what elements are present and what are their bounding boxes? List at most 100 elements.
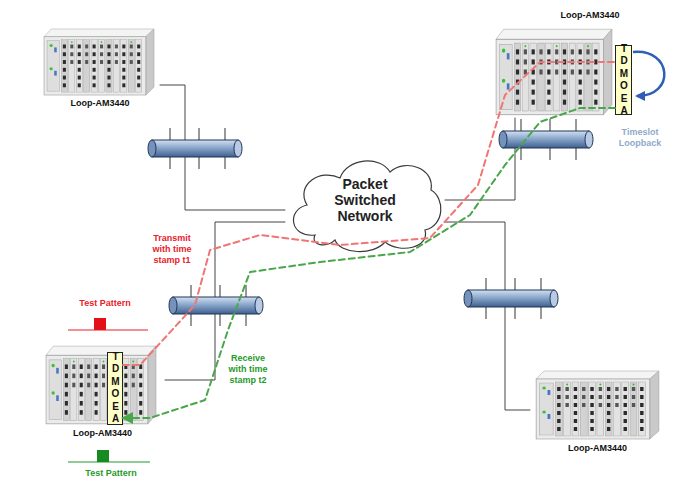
port	[93, 60, 96, 64]
port	[63, 76, 66, 80]
port	[87, 374, 90, 379]
slot-led	[633, 384, 635, 386]
port	[516, 59, 519, 64]
port	[87, 364, 90, 369]
port	[115, 45, 118, 49]
port	[78, 76, 81, 80]
hub-body	[468, 290, 554, 307]
port	[532, 80, 535, 85]
slot-led	[130, 41, 132, 43]
port	[102, 383, 105, 388]
test-path	[123, 108, 615, 418]
port	[574, 395, 577, 399]
port	[607, 419, 610, 423]
status-led	[502, 49, 505, 53]
port	[579, 90, 582, 95]
network-hub	[169, 285, 263, 326]
port	[137, 45, 140, 49]
port	[78, 83, 81, 87]
port	[122, 83, 125, 87]
device-illustration	[535, 370, 660, 440]
port	[107, 68, 110, 72]
port	[590, 387, 593, 391]
port	[640, 427, 643, 431]
port	[586, 49, 589, 54]
port	[579, 49, 582, 54]
port	[124, 410, 127, 415]
port	[137, 68, 140, 72]
port	[557, 395, 560, 399]
port	[615, 403, 618, 407]
port	[137, 83, 140, 87]
port	[640, 395, 643, 399]
tdmoe-card: TDMOEA	[615, 45, 632, 115]
slot-led	[524, 45, 526, 47]
port	[624, 419, 627, 423]
chassis-top	[496, 29, 612, 39]
port	[107, 60, 110, 64]
port	[87, 383, 90, 388]
port	[557, 387, 560, 391]
port	[594, 49, 597, 54]
port	[590, 403, 593, 407]
port	[78, 52, 81, 56]
port	[78, 45, 81, 49]
port	[632, 403, 635, 407]
port	[122, 60, 125, 64]
port	[65, 410, 68, 415]
port	[547, 49, 550, 54]
module-handle	[56, 395, 59, 401]
port	[607, 395, 610, 399]
card-slot	[585, 43, 591, 111]
port	[107, 83, 110, 87]
port	[590, 427, 593, 431]
port	[532, 59, 535, 64]
port	[95, 392, 98, 397]
card-slot	[580, 382, 587, 436]
slot-led	[556, 45, 558, 47]
port	[93, 76, 96, 80]
card-slot	[78, 359, 84, 421]
slot-led	[566, 384, 568, 386]
port	[632, 395, 635, 399]
port	[586, 69, 589, 74]
port	[139, 392, 142, 397]
port	[624, 403, 627, 407]
slot-led	[101, 41, 103, 43]
port	[624, 411, 627, 415]
port	[115, 60, 118, 64]
hub-end	[255, 297, 263, 314]
port	[516, 49, 519, 54]
status-led	[542, 386, 546, 389]
module-handle	[56, 368, 59, 374]
status-led	[542, 410, 546, 413]
power-module	[540, 383, 554, 435]
module-handle	[54, 47, 57, 52]
port	[85, 52, 88, 56]
port	[70, 60, 73, 64]
port	[137, 60, 140, 64]
hub-end	[499, 131, 507, 148]
port	[599, 403, 602, 407]
card-slot	[577, 43, 583, 111]
port	[640, 419, 643, 423]
port	[599, 387, 602, 391]
port	[571, 49, 574, 54]
port	[78, 68, 81, 72]
port	[607, 411, 610, 415]
port	[80, 410, 83, 415]
card-slot	[638, 382, 645, 436]
port	[516, 90, 519, 95]
port	[132, 374, 135, 379]
port	[532, 49, 535, 54]
port	[137, 76, 140, 80]
port	[122, 45, 125, 49]
card-slot	[589, 382, 596, 436]
port	[524, 59, 527, 64]
port	[563, 100, 566, 105]
port	[85, 45, 88, 49]
port	[532, 90, 535, 95]
port	[547, 80, 550, 85]
chassis-front	[496, 39, 603, 114]
port	[72, 374, 75, 379]
